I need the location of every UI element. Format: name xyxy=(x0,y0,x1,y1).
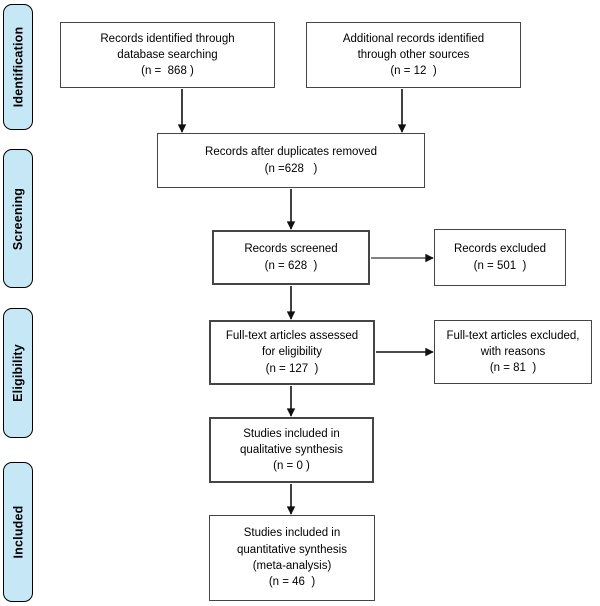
node-fulltext-articles-assessed-text: Full-text articles assessed for eligibil… xyxy=(225,330,359,375)
node-studies-quantitative-synthesis: Studies included in quantitative synthes… xyxy=(209,515,375,601)
stage-label-eligibility: Eligibility xyxy=(3,308,33,438)
node-records-excluded-text: Records excluded (n = 501 ) xyxy=(453,243,547,272)
node-records-identified-database-text: Records identified through database sear… xyxy=(100,32,235,78)
node-studies-qualitative-synthesis-text: Studies included in qualitative synthesi… xyxy=(240,427,343,473)
stage-label-eligibility-text: Eligibility xyxy=(11,344,26,402)
node-fulltext-articles-assessed: Full-text articles assessed for eligibil… xyxy=(209,320,375,385)
stage-label-included-text: Included xyxy=(11,505,25,559)
node-records-screened: Records screened (n = 628 ) xyxy=(212,230,370,285)
node-records-after-duplicates-removed-text: Records after duplicates removed (n =628… xyxy=(205,146,377,175)
node-records-identified-database: Records identified through database sear… xyxy=(60,22,275,88)
node-records-excluded: Records excluded (n = 501 ) xyxy=(434,229,566,286)
node-studies-qualitative-synthesis: Studies included in qualitative synthesi… xyxy=(209,417,374,483)
node-studies-quantitative-synthesis-text: Studies included in quantitative synthes… xyxy=(237,527,347,589)
stage-label-identification-text: Identification xyxy=(11,26,26,108)
stage-label-included: Included xyxy=(3,462,33,602)
node-additional-records-other-sources-text: Additional records identified through ot… xyxy=(342,32,485,78)
node-records-after-duplicates-removed: Records after duplicates removed (n =628… xyxy=(157,133,425,188)
stage-label-screening-text: Screening xyxy=(11,187,25,250)
node-fulltext-articles-excluded: Full-text articles excluded, with reason… xyxy=(434,320,592,384)
stage-label-identification: Identification xyxy=(3,4,33,130)
node-records-screened-text: Records screened (n = 628 ) xyxy=(244,243,338,272)
stage-label-screening: Screening xyxy=(3,149,33,288)
node-fulltext-articles-excluded-text: Full-text articles excluded, with reason… xyxy=(446,329,580,375)
node-additional-records-other-sources: Additional records identified through ot… xyxy=(306,22,521,88)
